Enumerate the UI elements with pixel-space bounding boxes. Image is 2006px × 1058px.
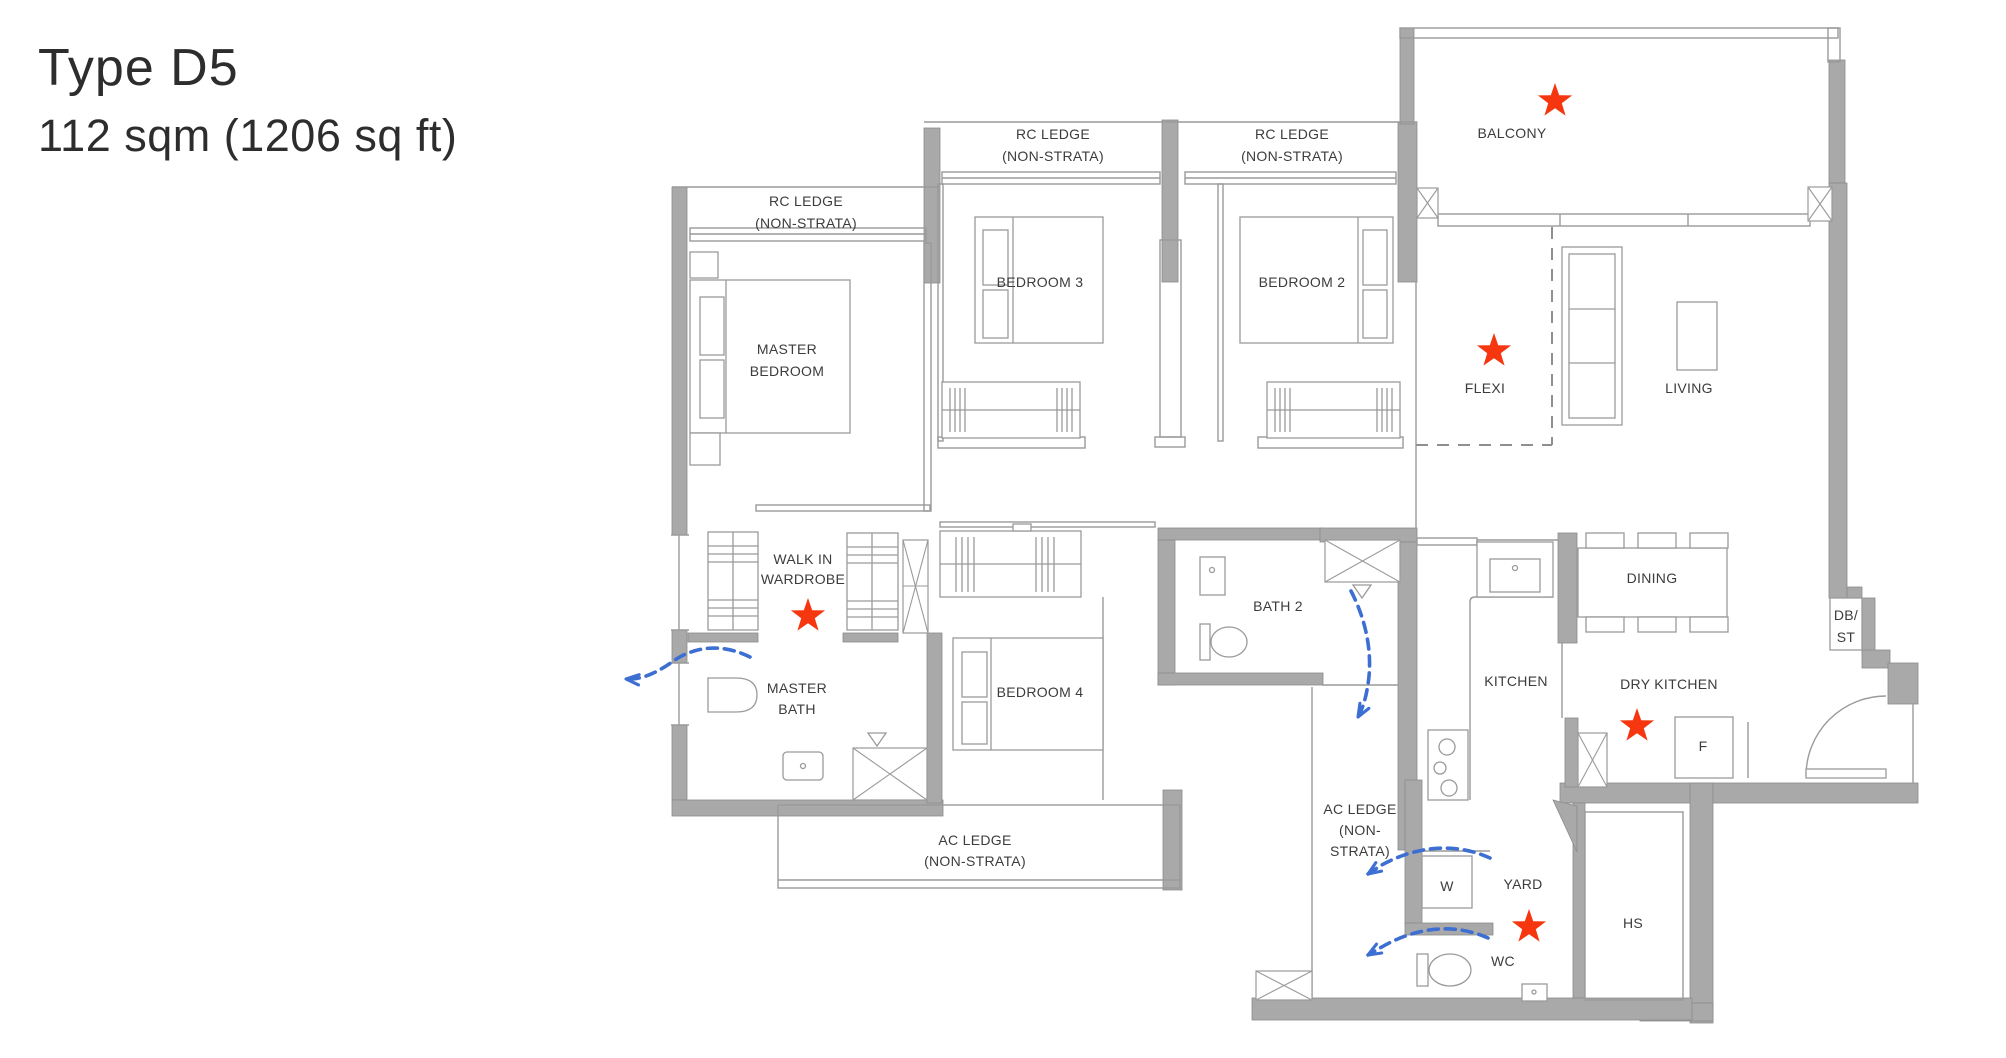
room-label-balcony: BALCONY [1477,125,1546,141]
star-icon-walk-in-wardrobe [790,598,826,631]
airflow-arrow-bath2-to-ac-ledge [1349,589,1372,719]
room-label-ac-ledge-bottom: AC LEDGE(NON-STRATA) [924,832,1026,869]
room-label-rc-ledge-bedroom3: RC LEDGE(NON-STRATA) [1002,126,1104,164]
star-markers-layer [790,83,1655,942]
room-label-bedroom-4: BEDROOM 4 [997,684,1084,700]
room-label-washer: W [1440,878,1454,894]
room-label-rc-ledge-bedroom2: RC LEDGE(NON-STRATA) [1241,126,1343,164]
room-label-bath-2: BATH 2 [1253,598,1303,614]
room-label-flexi: FLEXI [1465,380,1505,396]
room-label-dry-kitchen: DRY KITCHEN [1620,676,1718,692]
room-label-wc: WC [1491,953,1515,969]
unit-type-title: Type D5 [38,39,239,97]
star-icon-dry-kitchen [1619,708,1655,741]
structure-lines-layer [671,27,1914,1001]
room-label-dining: DINING [1627,570,1678,586]
title-block: Type D5 112 sqm (1206 sq ft) [38,39,458,162]
flexi-boundary-dashed [1416,227,1553,446]
room-label-bedroom-3: BEDROOM 3 [997,274,1084,290]
room-label-bedroom-2: BEDROOM 2 [1259,274,1346,290]
room-label-kitchen: KITCHEN [1484,673,1548,689]
room-label-hs: HS [1623,915,1643,931]
room-label-fridge: F [1699,738,1708,754]
airflow-arrow-yard-to-ac-ledge [1366,846,1492,876]
airflow-arrows-layer [624,589,1492,957]
unit-area-subtitle: 112 sqm (1206 sq ft) [38,110,458,162]
room-label-yard: YARD [1503,876,1542,892]
room-label-rc-ledge-master: RC LEDGE(NON-STRATA) [755,193,857,231]
walls-layer [671,27,1919,1024]
room-labels-layer: RC LEDGE(NON-STRATA) RC LEDGE(NON-STRATA)… [750,125,1858,969]
airflow-arrow-master-bath-out [624,646,752,687]
star-icon-yard [1511,909,1547,942]
star-icon-balcony [1537,83,1573,116]
star-icon-flexi [1476,333,1512,366]
furniture-layer [689,216,1887,1002]
hatched-shaft-layer [852,186,1833,1001]
room-label-ac-ledge-middle: AC LEDGE(NON-STRATA) [1323,801,1396,859]
room-label-db-st: DB/ST [1834,607,1858,645]
room-label-living: LIVING [1665,380,1713,396]
airflow-arrow-wc-to-ac-ledge [1366,927,1490,957]
